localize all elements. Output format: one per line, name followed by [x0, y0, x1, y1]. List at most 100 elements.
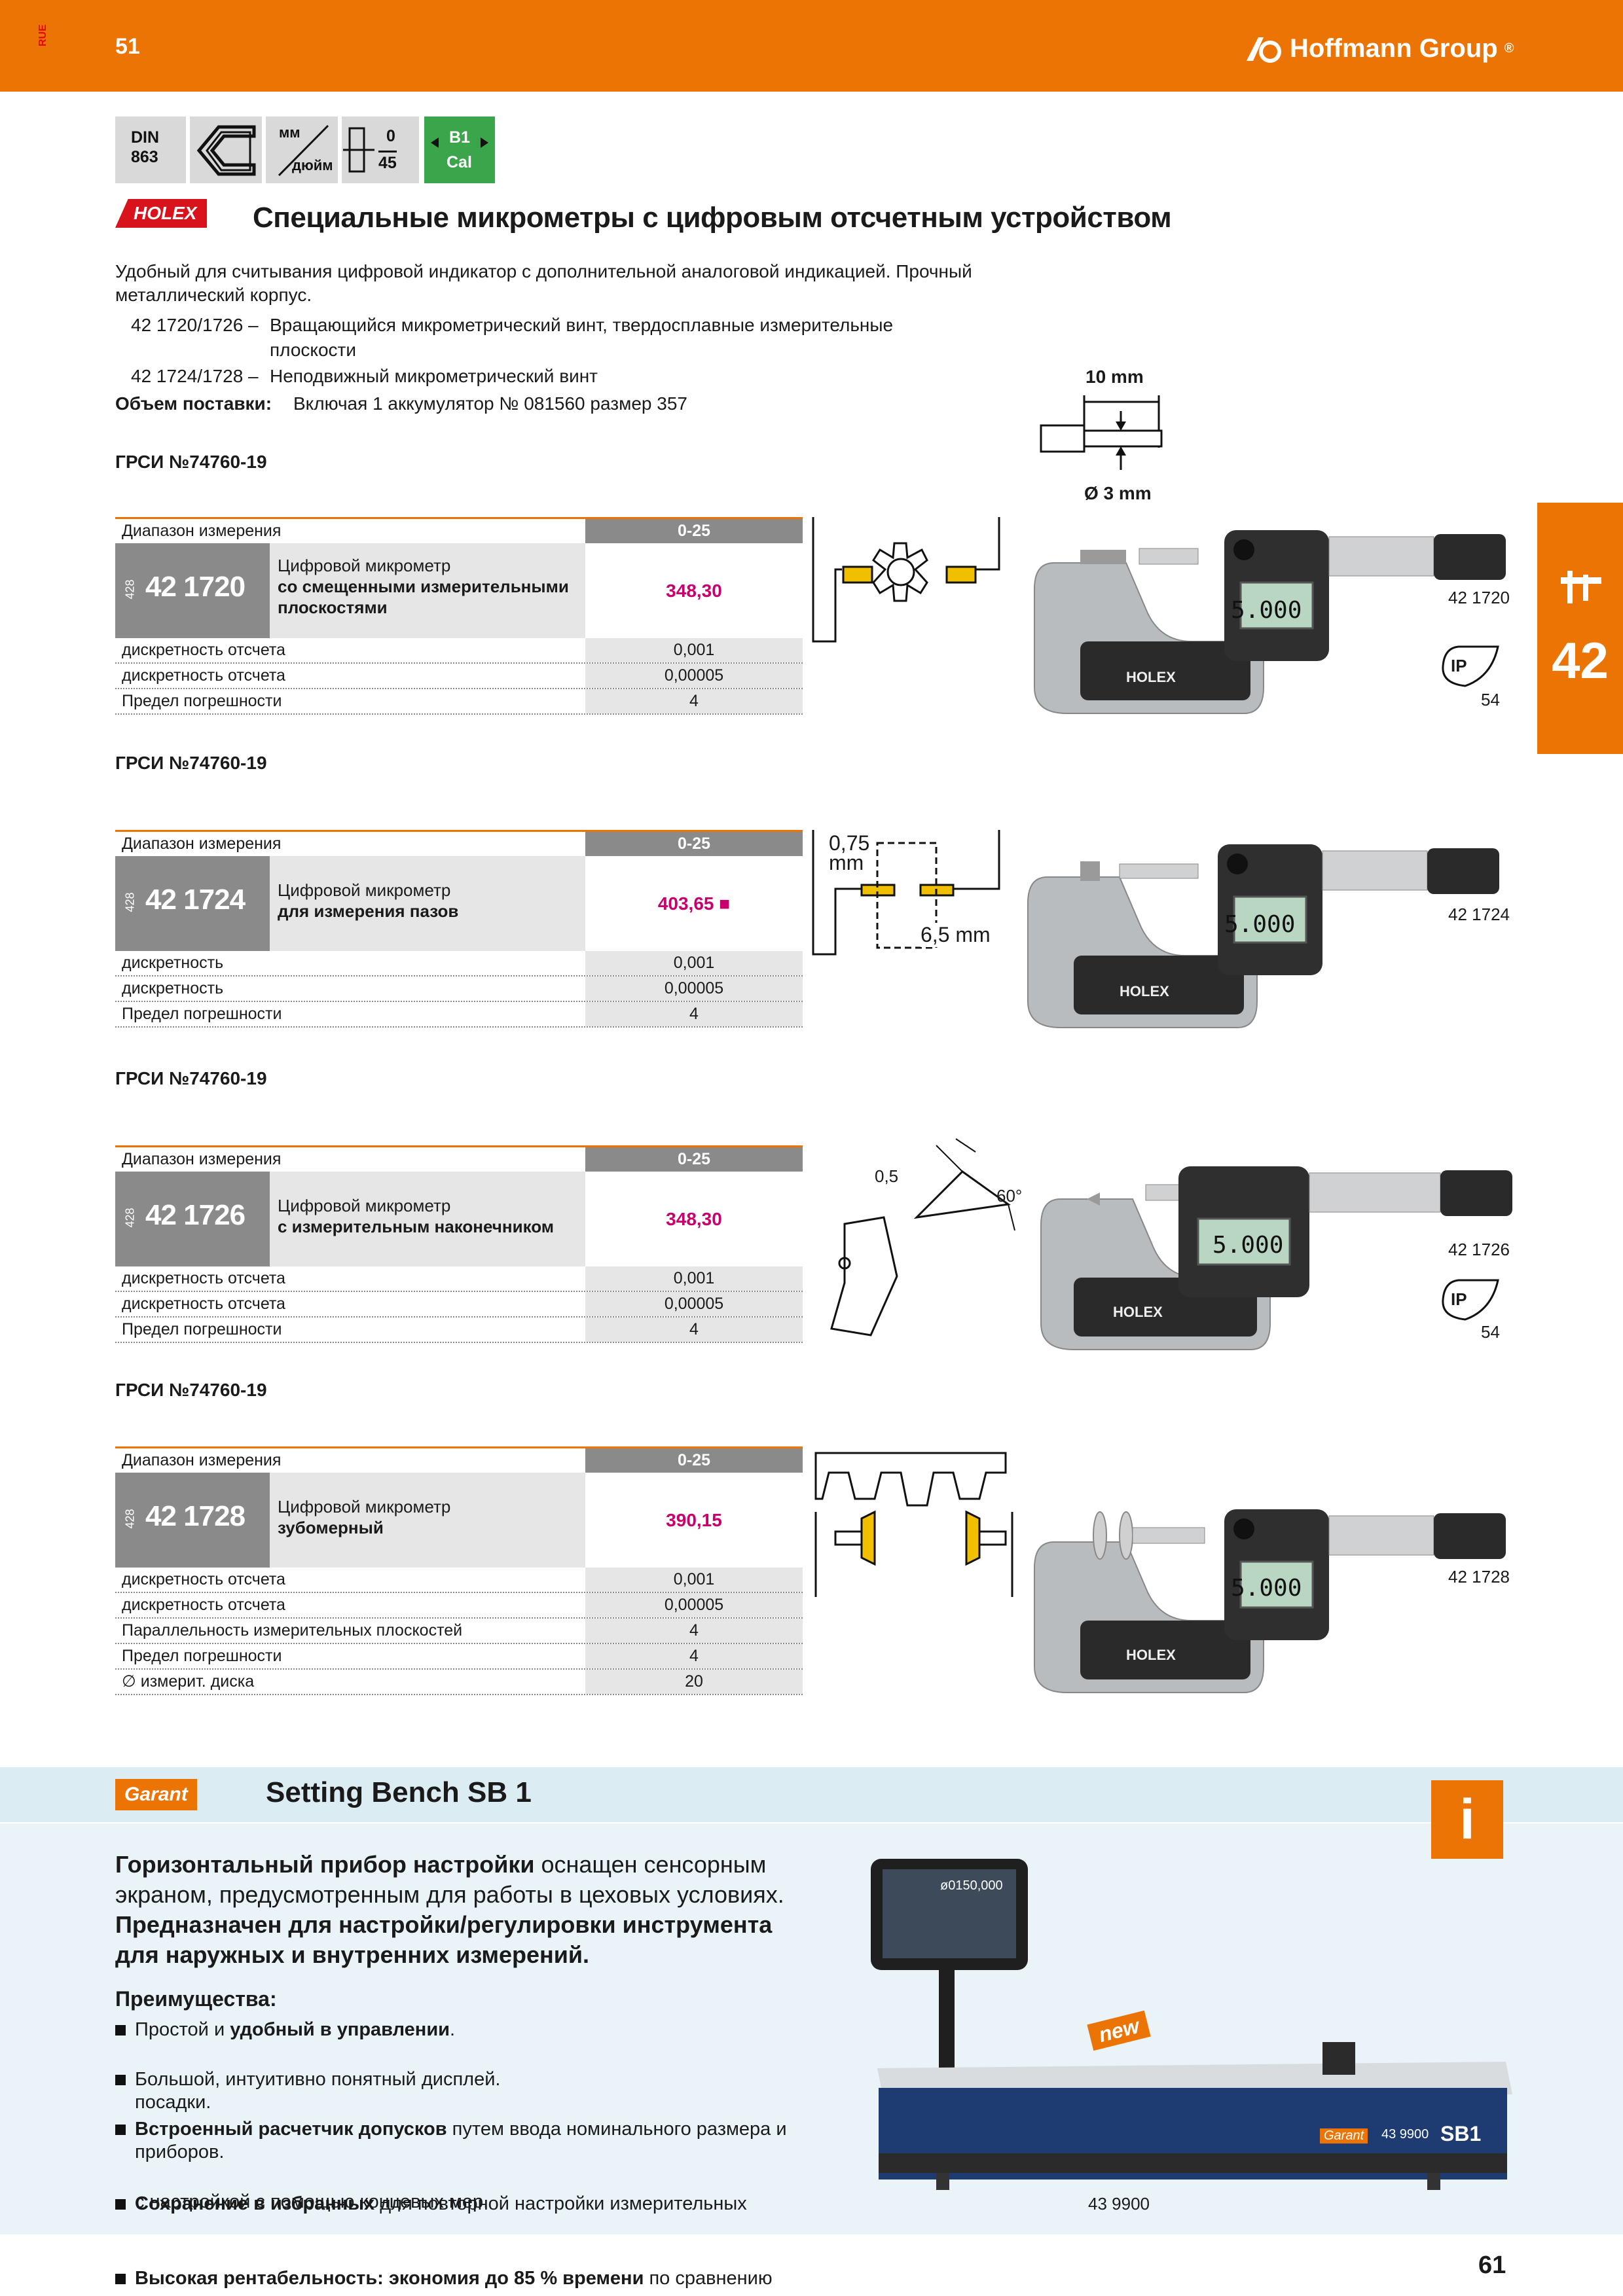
tip-diagram: 0,5 60°	[818, 1132, 1034, 1342]
product-row[interactable]: 428 42 1728 Цифровой микрометр зубомерны…	[115, 1473, 803, 1568]
range-value: 0-25	[585, 1147, 803, 1172]
dim-10mm: 10 mm	[1085, 367, 1144, 387]
spec-row: Предел погрешностимкм4	[115, 689, 803, 715]
advantages-title: Преимущества:	[115, 1987, 277, 2011]
spec-value: 0,00005	[585, 1593, 803, 1617]
unit-icon: мм дюйм	[266, 117, 338, 183]
page-title: Специальные микрометры с цифровым отсчет…	[253, 202, 1172, 234]
small-code: 428	[123, 579, 137, 600]
article-number: 42 1726	[145, 1199, 246, 1231]
b5a: Высокая рентабельность: экономия до 85 %…	[135, 2268, 644, 2289]
ip-value: 54	[1481, 690, 1500, 709]
spec-label: Предел погрешности	[122, 1647, 282, 1665]
micrometer-brand: HOLEX	[1126, 669, 1176, 685]
desc-line-1: Цифровой микрометр	[278, 556, 451, 575]
spec-table-4: Диапазон измерения мм 0-25 428 42 1728 Ц…	[115, 1446, 803, 1695]
article-cell: 428 42 1726	[115, 1172, 270, 1266]
micrometer-photo	[1027, 844, 1499, 1028]
micrometer-photo	[1034, 1509, 1506, 1693]
cal-code: B1	[449, 128, 470, 147]
scope-text: Включая 1 аккумулятор № 081560 размер 35…	[293, 393, 687, 414]
info-icon[interactable]: i	[1431, 1780, 1503, 1859]
range-row: Диапазон измерения мм 0-25	[115, 1446, 803, 1474]
variant-1-text-1: Вращающийся микрометрический винт, тверд…	[270, 315, 894, 335]
spec-value: 0,001	[585, 1568, 803, 1592]
hoffmann-trademark: ®	[1504, 41, 1514, 56]
lead-line-1: Горизонтальный прибор настройки оснащен …	[115, 1850, 766, 1880]
spec-value: 0,001	[585, 638, 803, 662]
din-icon: DIN 863	[115, 117, 186, 183]
product-row[interactable]: 428 42 1724 Цифровой микрометр для измер…	[115, 856, 803, 951]
description-cell: Цифровой микрометр с измерительным након…	[270, 1172, 585, 1266]
spec-label: дискретность	[122, 954, 224, 972]
intro-line-2: металлический корпус.	[115, 285, 312, 305]
spec-row: Предел погрешностимкм4	[115, 1318, 803, 1343]
article-number: 42 1728	[145, 1500, 246, 1532]
spec-row: ∅ измерит. дискамм20	[115, 1670, 803, 1695]
spec-table-3: Диапазон измерения мм 0-25 428 42 1726 Ц…	[115, 1145, 803, 1343]
range-label: Диапазон измерения	[122, 834, 282, 853]
range-row: Диапазон измерения мм 0-25	[115, 830, 803, 857]
unit-mm: мм	[279, 124, 301, 141]
hoffmann-logo: Hoffmann Group®	[1244, 34, 1514, 63]
b3b: путем ввода номинального размера и	[447, 2119, 787, 2140]
b4b: для повторной настройки измерительных	[374, 2193, 747, 2214]
spec-value: 0,00005	[585, 977, 803, 1001]
setting-bench-header	[0, 1767, 1623, 1822]
spec-value: 4	[585, 1619, 803, 1643]
article-number: 42 1724	[145, 884, 246, 916]
product-row[interactable]: 428 42 1726 Цифровой микрометр с измерит…	[115, 1172, 803, 1266]
spec-row: дискретность отсчетадюйм0,00005	[115, 1593, 803, 1619]
spec-label: дискретность	[122, 979, 224, 997]
spec-row: дискретность отсчетамм0,001	[115, 1568, 803, 1593]
device-name: SB1	[1440, 2122, 1482, 2145]
screen-value: ø0150,000	[940, 1878, 1003, 1893]
spec-row: дискретностьмм0,001	[115, 951, 803, 977]
micrometer-brand: HOLEX	[1126, 1647, 1176, 1663]
setting-bench-article: 43 9900	[1088, 2194, 1150, 2214]
scope-label: Объем поставки:	[115, 393, 272, 414]
dim-65: 6,5 mm	[921, 923, 991, 947]
spec-table-2: Диапазон измерения мм 0-25 428 42 1724 Ц…	[115, 830, 803, 1028]
page-number-top: 51	[115, 34, 140, 59]
bullet-4: Сохранение в избранных для повторной нас…	[115, 2191, 1623, 2216]
chapter-tab[interactable]: 42	[1537, 503, 1623, 754]
variant-1-text-2: плоскости	[270, 340, 356, 360]
bullet-3: Встроенный расчетчик допусков путем ввод…	[115, 2117, 1623, 2142]
angle-zero: 0	[386, 127, 395, 145]
setting-bench-photo	[871, 1859, 1512, 2190]
cal-label: Cal	[447, 153, 472, 171]
display-value: 5.000	[1213, 1232, 1284, 1259]
top-bar	[0, 0, 1623, 92]
desc-line-2: со смещенными измерительными	[278, 577, 569, 596]
price: 403,65 ■	[585, 856, 803, 951]
photo-label: 42 1720	[1448, 588, 1510, 607]
lead-line-2: экраном, предусмотренным для работы в це…	[115, 1881, 784, 1908]
range-value: 0-25	[585, 519, 803, 543]
article-number: 42 1720	[145, 571, 246, 603]
article-cell: 428 42 1724	[115, 856, 270, 951]
ip-badge: IP	[1439, 644, 1502, 690]
spec-value: 4	[585, 689, 803, 713]
angle-45: 45	[378, 151, 397, 173]
spec-label: дискретность отсчета	[122, 666, 285, 685]
spec-label: Предел погрешности	[122, 692, 282, 710]
ip-value: 54	[1481, 1322, 1500, 1342]
b1c: .	[449, 2019, 456, 2040]
desc-line-1: Цифровой микрометр	[278, 1497, 451, 1516]
spec-row: дискретность отсчетадюйм0,00005	[115, 1292, 803, 1318]
product-row[interactable]: 428 42 1720 Цифровой микрометр со смещен…	[115, 543, 803, 638]
desc-line-3: плоскостями	[278, 598, 388, 617]
range-row: Диапазон измерения мм 0-25	[115, 517, 803, 545]
spec-row: дискретность отсчетамм0,001	[115, 638, 803, 664]
b3a: Встроенный расчетчик допусков	[135, 2119, 447, 2140]
spec-label: дискретность отсчета	[122, 1295, 285, 1313]
dim-075-unit: mm	[829, 851, 864, 874]
chapter-number: 42	[1552, 632, 1609, 689]
spec-value: 0,00005	[585, 664, 803, 688]
device-code: 43 9900	[1381, 2127, 1429, 2142]
micrometer-photo	[1040, 1166, 1512, 1350]
variant-2-code: 42 1724/1728 –	[131, 366, 259, 386]
grsi-3: ГРСИ №74760-19	[115, 1068, 267, 1088]
display-value: 5.000	[1231, 1575, 1302, 1602]
